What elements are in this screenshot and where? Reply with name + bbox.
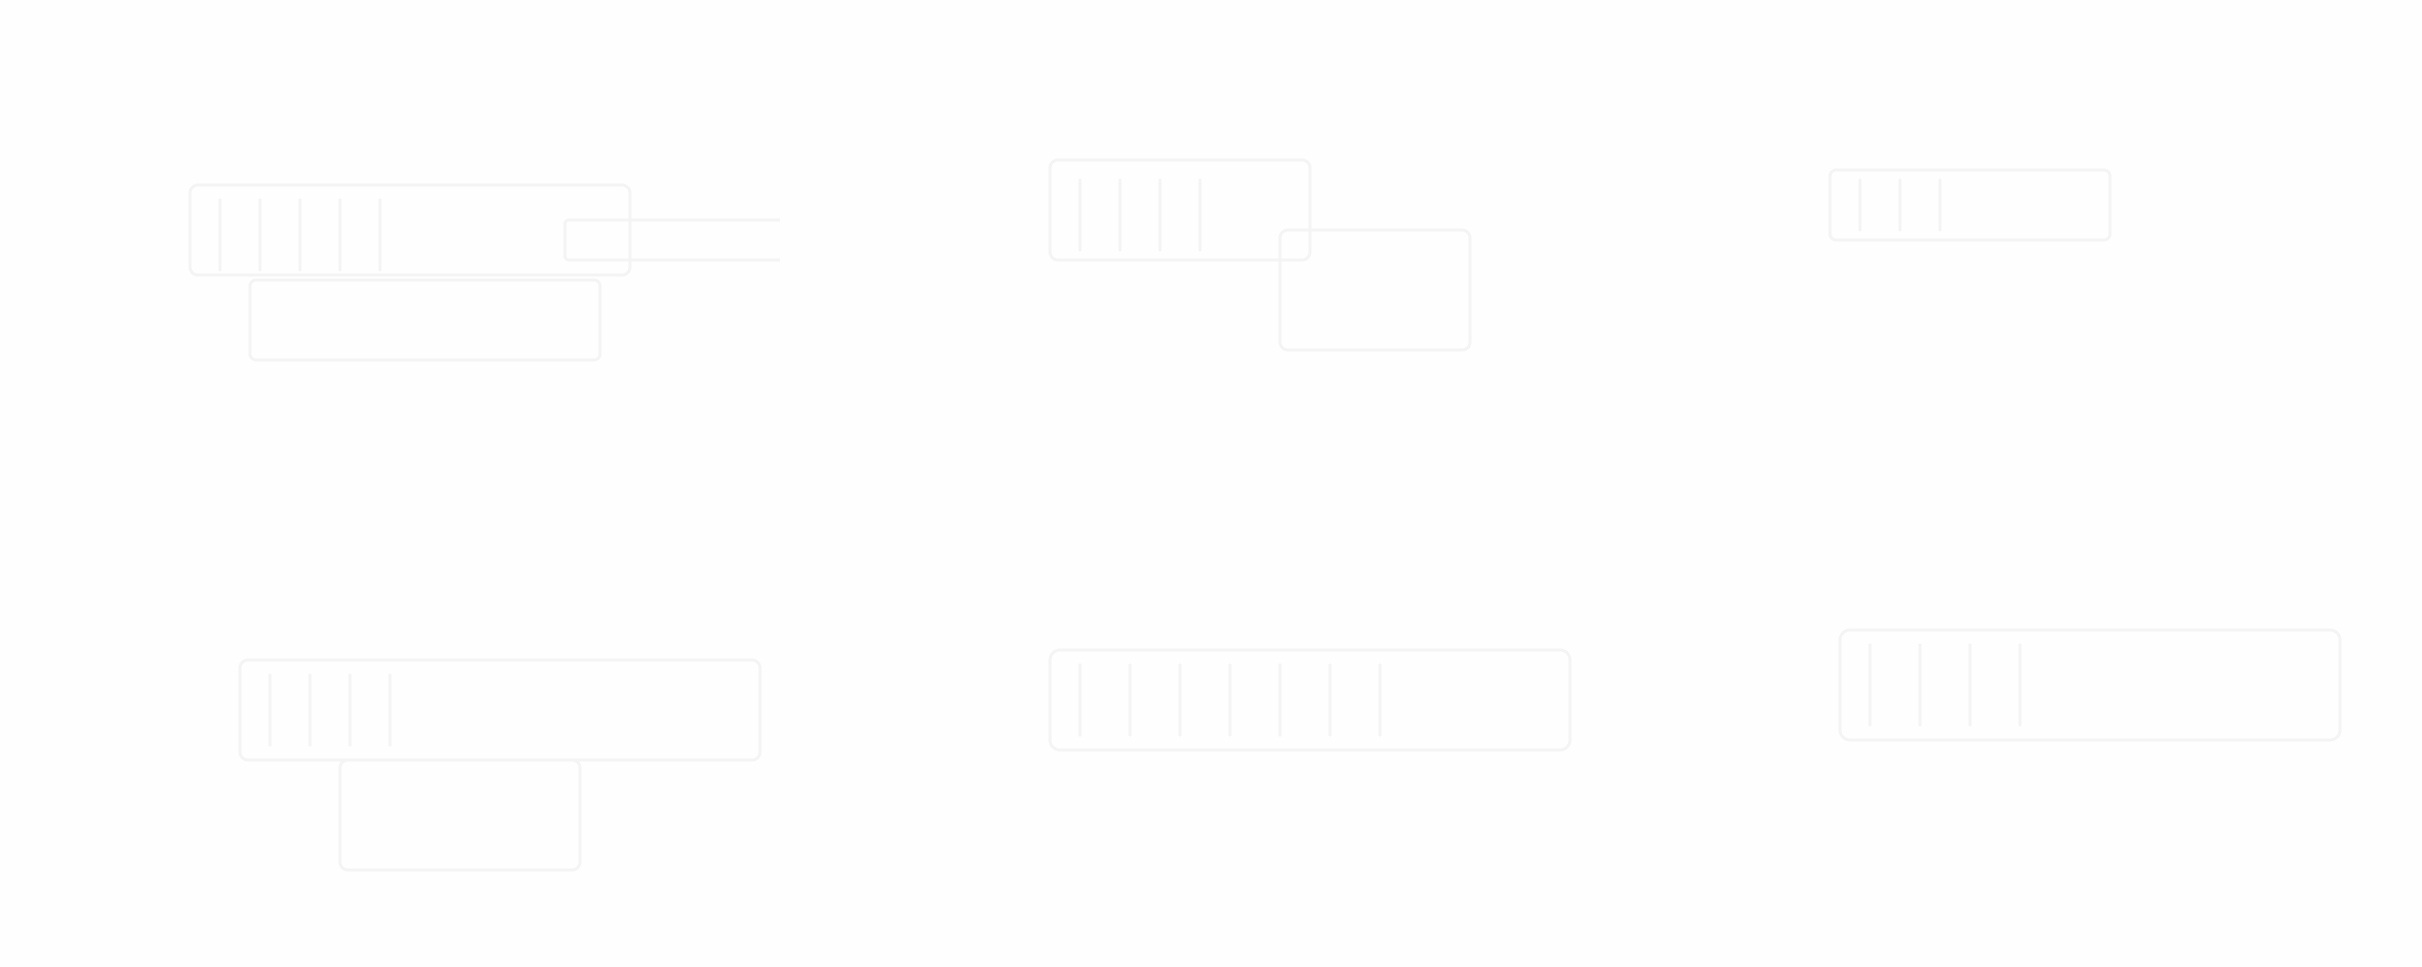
faint-wordmark-logo-icon: [1048, 158, 1472, 352]
faint-logo-bottom-center: [1040, 640, 1580, 760]
faint-logo-top-center: [1040, 140, 1510, 400]
faint-wordmark-logo-icon: [1828, 168, 2112, 242]
faint-wordmark-logo-icon: [1838, 628, 2342, 742]
faint-logo-top-left: [100, 90, 780, 380]
faint-logo-top-right: [1820, 150, 2140, 260]
faint-wordmark-logo-icon: [238, 658, 762, 872]
faint-logo-bottom-right: [1830, 610, 2350, 760]
faint-wordmark-logo-icon: [1048, 648, 1572, 752]
faint-logo-bottom-left: [220, 640, 780, 890]
faint-wordmark-logo-icon: [188, 183, 780, 362]
